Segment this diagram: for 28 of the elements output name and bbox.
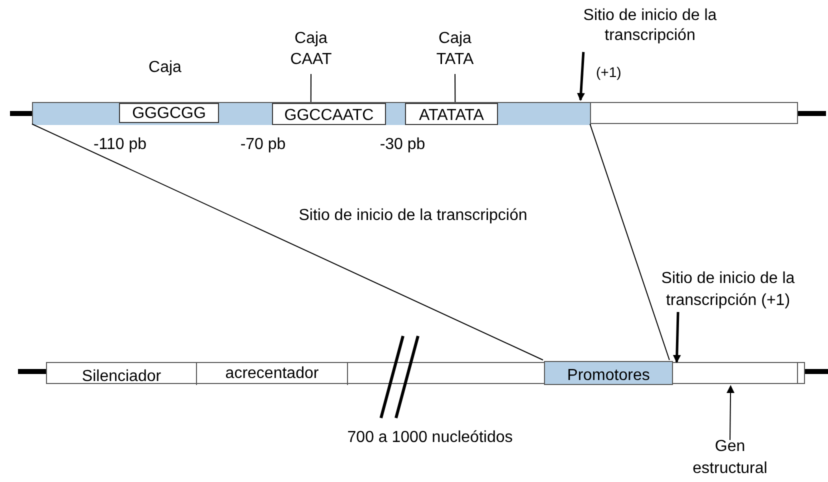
gene-label: Gen estructural <box>680 436 780 480</box>
sequence-box: GGCCAATC <box>272 103 386 125</box>
region-segment: acrecentador <box>197 363 348 385</box>
position-label: -30 pb <box>378 135 426 155</box>
box-label: Caja CAAT <box>281 28 341 74</box>
region-segment: Silenciador <box>47 363 197 385</box>
position-label: -70 pb <box>239 135 287 155</box>
site-label: Sitio de inicio de la transcripción <box>298 206 528 226</box>
leader-line <box>454 74 456 102</box>
dna-strand-bar <box>32 102 798 124</box>
arrow <box>726 385 735 440</box>
promoter-region <box>33 103 591 125</box>
box-label: Caja TATA <box>425 28 485 74</box>
arrow <box>672 312 681 363</box>
sequence-box: ATATATA <box>405 103 498 125</box>
promoter-box: Promotores <box>544 361 673 385</box>
leader-line <box>32 124 544 360</box>
leader-line <box>590 124 670 360</box>
sequence-box: GGGCGG <box>119 103 219 123</box>
arrow <box>576 52 585 101</box>
length-label: 700 a 1000 nucleótidos <box>346 428 514 448</box>
dna-strand-bar <box>46 362 805 384</box>
site-label: Sitio de inicio de la transcripción <box>560 6 740 50</box>
position-label: (+1) <box>596 63 622 82</box>
position-label: -110 pb <box>92 135 148 155</box>
site-label: Sitio de inicio de la transcripción (+1) <box>630 268 826 312</box>
box-label: Caja <box>148 58 182 78</box>
leader-line <box>310 74 312 102</box>
